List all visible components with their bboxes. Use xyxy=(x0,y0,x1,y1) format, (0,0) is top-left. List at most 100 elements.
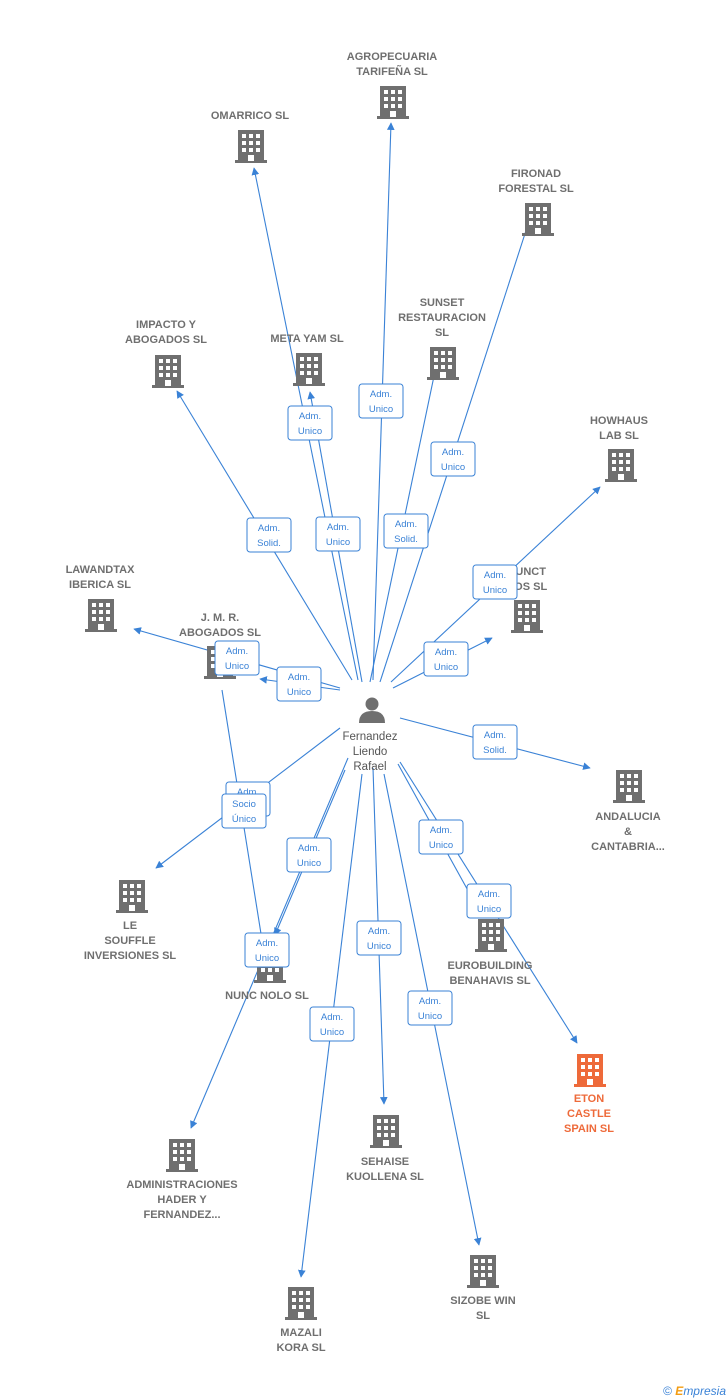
company-node-howhaus[interactable]: HOWHAUS LAB SL xyxy=(590,415,648,482)
company-name: SOUFFLE xyxy=(104,935,155,947)
company-name: & xyxy=(624,826,632,838)
company-name: INVERSIONES SL xyxy=(84,950,177,962)
building-icon xyxy=(522,203,554,236)
company-node-impacto[interactable]: IMPACTO Y ABOGADOS SL xyxy=(125,319,207,388)
company-name: OMARRICO SL xyxy=(211,110,290,122)
company-name: IMPACTO Y xyxy=(136,319,197,331)
edge-label-text: Unico xyxy=(255,953,279,964)
company-node-metayam[interactable]: META YAM SL xyxy=(270,333,344,386)
building-icon xyxy=(475,919,507,952)
edge-label-mazali[interactable]: Adm.Unico xyxy=(309,1006,355,1042)
company-node-lesouffle[interactable]: LE SOUFFLE INVERSIONES SL xyxy=(84,880,177,962)
edge-label-omarrico[interactable]: Adm. Unico xyxy=(287,405,333,441)
copyright-symbol: © xyxy=(663,1384,672,1398)
company-node-sehaise[interactable]: SEHAISE KUOLLENA SL xyxy=(346,1115,424,1183)
footer-brand[interactable]: © Empresia xyxy=(663,1384,726,1398)
edge-label-agropecuaria[interactable]: Adm.Unico xyxy=(358,383,404,419)
edge-label-text: Adm. xyxy=(288,672,310,683)
edge-label-sunset[interactable]: Adm. Solid. xyxy=(383,513,429,549)
company-name: SIZOBE WIN xyxy=(450,1295,515,1307)
person-name: Fernandez xyxy=(343,731,398,743)
company-name: TARIFEÑA SL xyxy=(356,65,428,78)
edge-label-jmr[interactable]: Adm. Unico xyxy=(276,666,322,702)
edge-label-fironad[interactable]: Adm.Unico xyxy=(430,441,476,477)
building-icon xyxy=(377,86,409,119)
edge-label-howhaus[interactable]: Adm.Unico xyxy=(472,564,518,600)
building-icon xyxy=(85,599,117,632)
edge-label-text: Adm. xyxy=(258,523,280,534)
company-node-nuncnolo[interactable]: NUNC NOLO SL xyxy=(225,950,309,1002)
company-name: META YAM SL xyxy=(270,333,344,345)
company-name: EUROBUILDING xyxy=(448,960,533,972)
edge-label-text: Adm. xyxy=(256,938,278,949)
edge-label-text: Unico xyxy=(298,426,322,437)
edge-label-text: Unico xyxy=(287,687,311,698)
edge-label-impacto[interactable]: Adm. Solid. xyxy=(246,517,292,553)
brand-logo-e: E xyxy=(675,1384,684,1398)
edge-label-text: Unico xyxy=(429,840,453,851)
company-name: HADER Y xyxy=(157,1194,207,1206)
edge-label-text: Adm. xyxy=(395,519,417,530)
edge-label-text: Adm. xyxy=(226,646,248,657)
edge-label-administraciones[interactable]: Adm. Unico xyxy=(244,932,290,968)
company-name: KORA SL xyxy=(276,1342,325,1354)
edge-label-punct[interactable]: Adm.Unico xyxy=(423,641,469,677)
company-name: ABOGADOS SL xyxy=(125,334,207,346)
company-name: KUOLLENA SL xyxy=(346,1171,424,1183)
edge-label-sehaise[interactable]: Adm.Unico xyxy=(356,920,402,956)
company-name: LAB SL xyxy=(599,430,639,442)
person-name: Liendo xyxy=(353,746,388,758)
edge-label-text: Adm. xyxy=(484,730,506,741)
edge-label-text: Unico xyxy=(326,537,350,548)
edge-label-text: Unico xyxy=(369,404,393,415)
edge-labels-layer: Adm.UnicoAdm.UnicoAdm.UnicoAdm.Solid.Adm… xyxy=(214,383,518,1042)
building-icon xyxy=(467,1255,499,1288)
edge-label-eton[interactable]: Adm.Unico xyxy=(466,883,512,919)
edge-label-lawandtax[interactable]: Adm.Unico xyxy=(214,640,260,676)
company-name: HOWHAUS xyxy=(590,415,648,427)
company-name: BENAHAVIS SL xyxy=(449,975,530,987)
company-node-andalucia[interactable]: ANDALUCIA&CANTABRIA... xyxy=(591,770,665,853)
company-name: SL xyxy=(476,1310,490,1322)
company-name: IBERICA SL xyxy=(69,579,131,591)
company-name: SEHAISE xyxy=(361,1156,409,1168)
edge-label-text: Adm. xyxy=(327,522,349,533)
edge-label-extra-nuncnolo[interactable]: Adm.Unico xyxy=(286,837,332,873)
building-icon xyxy=(116,880,148,913)
company-node-jmr[interactable]: J. M. R.ABOGADOS SL xyxy=(179,612,261,679)
edge-label-text: Unico xyxy=(418,1011,442,1022)
edge-label-metayam[interactable]: Adm. Unico xyxy=(315,516,361,552)
building-icon xyxy=(605,449,637,482)
edge-label-text: Solid. xyxy=(394,534,418,545)
edge-label-text: Solid. xyxy=(257,538,281,549)
building-icon xyxy=(613,770,645,803)
company-name: PUNCT xyxy=(508,566,546,578)
company-node-sizobe[interactable]: SIZOBE WIN SL xyxy=(450,1255,516,1322)
edge-label-eurobuilding[interactable]: Adm. Unico xyxy=(418,819,464,855)
company-name: SUNSET xyxy=(420,297,465,309)
building-icon xyxy=(293,353,325,386)
edge-label-text: Adm. xyxy=(442,447,464,458)
building-icon xyxy=(166,1139,198,1172)
edge-label-sizobe[interactable]: Adm.Unico xyxy=(407,990,453,1026)
edge-label-text: Unico xyxy=(483,585,507,596)
company-node-omarrico[interactable]: OMARRICO SL xyxy=(211,110,290,163)
edge-label-text: Solid. xyxy=(483,745,507,756)
edge-label-text: Adm. xyxy=(299,411,321,422)
edge-label-text: Adm. xyxy=(430,825,452,836)
company-name: LE xyxy=(123,920,137,932)
edge-label-andalucia[interactable]: Adm. Solid. xyxy=(472,724,518,760)
person-icon xyxy=(359,697,385,723)
company-name: ANDALUCIA xyxy=(595,811,660,823)
company-node-eurobuilding[interactable]: EUROBUILDING BENAHAVIS SL xyxy=(448,919,533,987)
